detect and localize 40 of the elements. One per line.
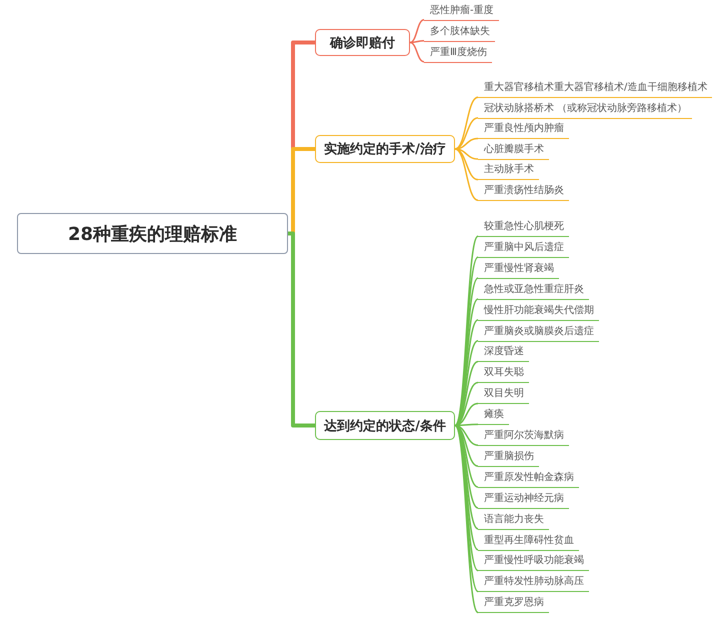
central-topic-box: 28种重疾的理赔标准: [17, 213, 288, 254]
branch-connector: [454, 96, 478, 150]
underlined-subtopic: 重型再生障碍性贫血: [478, 532, 579, 550]
underlined-subtopic: 严重阿尔茨海默病: [478, 428, 569, 446]
underlined-subtopic: 慢性肝功能衰竭失代偿期: [478, 302, 599, 321]
underlined-subtopic: 冠状动脉搭桥术 （或称冠状动脉旁路移植术）: [478, 100, 692, 119]
branch-connector: [410, 19, 424, 44]
underlined-subtopic: 严重Ⅲ度烧伤: [424, 44, 492, 62]
underlined-subtopic: 重大器官移植术重大器官移植术/造血干细胞移植术: [478, 80, 712, 98]
trunk-connector: [288, 147, 315, 236]
underlined-subtopic: 严重运动神经元病: [478, 490, 569, 509]
underlined-subtopic: 瘫痪: [478, 407, 509, 426]
underlined-subtopic: 急性或亚急性重症肝炎: [478, 282, 589, 300]
underlined-subtopic: 严重脑损伤: [478, 448, 539, 467]
underlined-subtopic: 严重慢性肾衰竭: [478, 260, 559, 279]
branch-connector: [410, 42, 424, 62]
underlined-subtopic: 严重克罗恩病: [478, 595, 549, 614]
underlined-subtopic: 语言能力丧失: [478, 512, 549, 530]
branch-topic-box: 确诊即赔付: [315, 29, 410, 56]
underlined-subtopic: 严重脑炎或脑膜炎后遗症: [478, 324, 599, 342]
underlined-subtopic: 严重良性颅内肿瘤: [478, 121, 569, 140]
trunk-connector: [288, 232, 315, 428]
underlined-subtopic: 严重原发性帕金森病: [478, 470, 579, 488]
underlined-subtopic: 严重慢性呼吸功能衰竭: [478, 553, 589, 572]
branch-connector: [454, 148, 478, 180]
underlined-subtopic: 双目失明: [478, 386, 529, 404]
branch-topic-box: 达到约定的状态/条件: [315, 411, 455, 440]
underlined-subtopic: 严重脑中风后遗症: [478, 240, 569, 258]
branch-connector: [454, 148, 478, 201]
branch-topic-box: 实施约定的手术/治疗: [315, 135, 455, 163]
underlined-subtopic: 双耳失聪: [478, 365, 529, 384]
underlined-subtopic: 严重溃疡性结肠炎: [478, 183, 569, 201]
underlined-subtopic: 恶性肿瘤-重度: [424, 2, 499, 20]
underlined-subtopic: 主动脉手术: [478, 162, 539, 180]
branch-connector: [410, 40, 424, 44]
underlined-subtopic: 心脏瓣膜手术: [478, 142, 549, 160]
underlined-subtopic: 深度昏迷: [478, 344, 529, 362]
underlined-subtopic: 多个肢体缺失: [424, 24, 495, 42]
underlined-subtopic: 较重急性心肌梗死: [478, 219, 569, 237]
underlined-subtopic: 严重特发性肺动脉高压: [478, 574, 589, 592]
